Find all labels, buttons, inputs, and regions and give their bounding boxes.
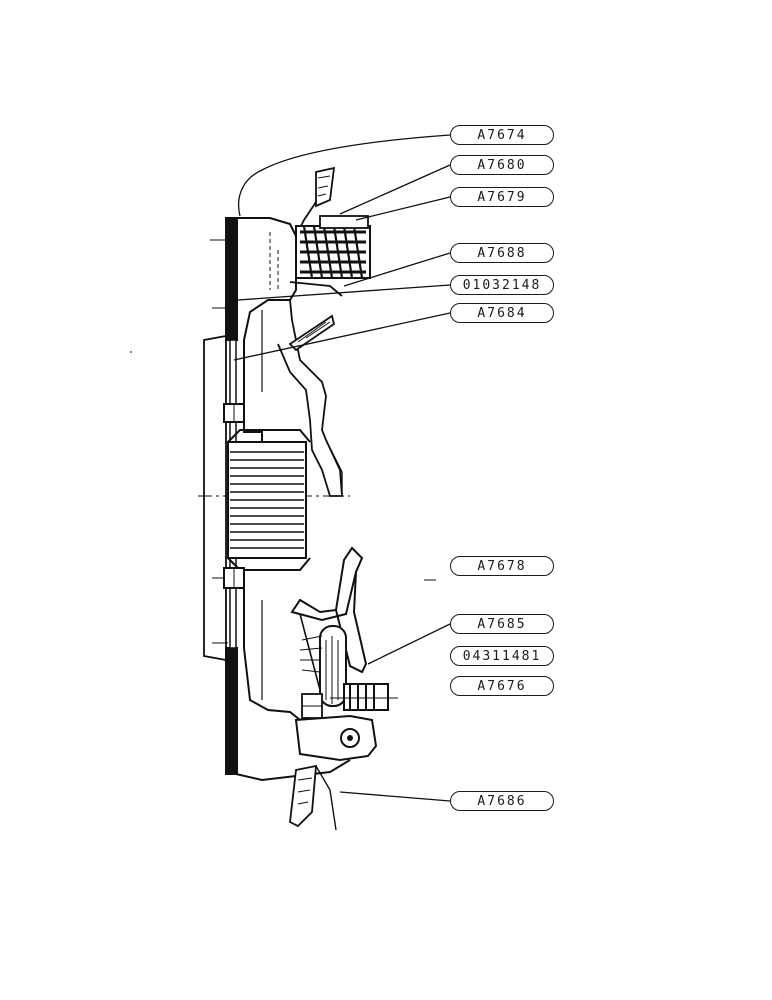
lever-pivot [294, 714, 378, 762]
part-label-a7688: A7688 [450, 243, 554, 263]
part-label-a7679: A7679 [450, 187, 554, 207]
part-label-04311481: 04311481 [450, 646, 554, 666]
friction-facing-lower [225, 647, 238, 775]
part-label-a7674: A7674 [450, 125, 554, 145]
driven-disc [203, 334, 227, 662]
part-label-a7684: A7684 [450, 303, 554, 323]
part-label-a7685: A7685 [450, 614, 554, 634]
part-label-a7678: A7678 [450, 556, 554, 576]
part-label-a7686: A7686 [450, 791, 554, 811]
leader-lines [233, 134, 451, 802]
lever-slot [319, 625, 347, 707]
friction-facing-upper [225, 217, 238, 341]
spring-cup [319, 215, 369, 229]
part-label-a7680: A7680 [450, 155, 554, 175]
part-label-01032148: 01032148 [450, 275, 554, 295]
part-label-a7676: A7676 [450, 676, 554, 696]
pressure-plate [238, 217, 297, 442]
